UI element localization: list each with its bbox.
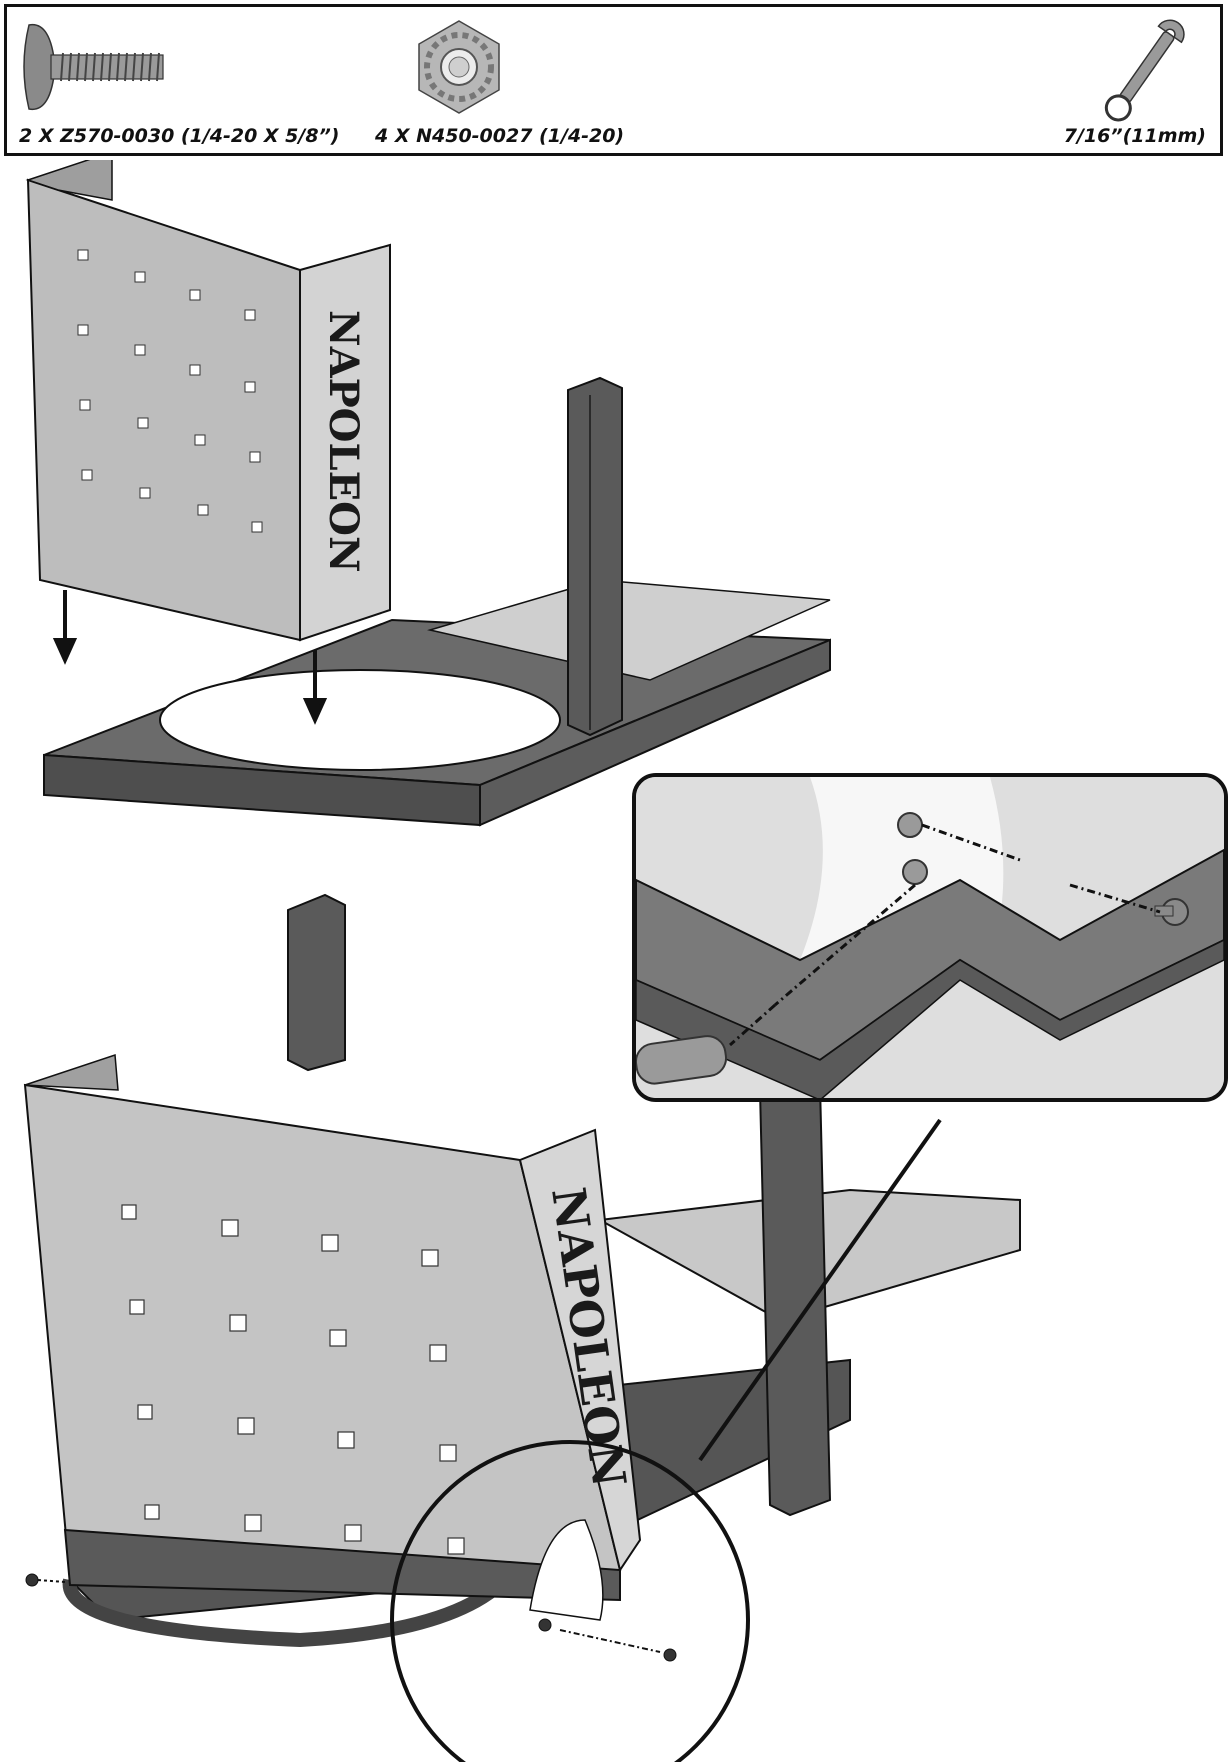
assembly-diagram: NAPOLEON <box>23 160 1228 1762</box>
down-arrow-icon <box>52 590 328 725</box>
upright-leg <box>567 376 623 737</box>
hardware-parts-bar: 2 X Z570-0030 (1/4-20 X 5/8”) 4 X N450-0… <box>4 4 1223 156</box>
panel-holes <box>77 249 263 533</box>
keps-nut-icon <box>418 20 500 114</box>
detail-callout-circle <box>390 1440 750 1762</box>
nut-in-detail-icon <box>897 812 928 885</box>
detail-inset <box>632 773 1228 1102</box>
front-leg <box>758 1073 832 1517</box>
bolt-placement-icon <box>25 1573 677 1662</box>
base-frame <box>43 579 831 827</box>
side-panel: NAPOLEON <box>299 243 391 642</box>
wrench-size-label: 7/16”(11mm) <box>1063 125 1206 147</box>
brand-text: NAPOLEON <box>320 310 367 573</box>
parts-icons <box>23 19 1185 122</box>
step-top-assembly: NAPOLEON <box>25 160 831 827</box>
nut-quantity-label: 4 X N450-0027 (1/4-20) <box>375 125 625 147</box>
bolt-in-detail-icon <box>1154 898 1189 926</box>
back-panel <box>25 160 301 642</box>
back-leg <box>287 893 346 1072</box>
back-panel-lower <box>23 1053 622 1602</box>
carriage-bolt-icon <box>23 24 164 110</box>
bolt-quantity-label: 2 X Z570-0030 (1/4-20 X 5/8”) <box>19 125 340 147</box>
panel-holes-lower <box>121 1204 465 1555</box>
callout-leader-line <box>698 1118 942 1462</box>
wrench-icon <box>1104 19 1185 122</box>
step-bottom-assembly: NAPOLEON <box>23 893 1021 1762</box>
